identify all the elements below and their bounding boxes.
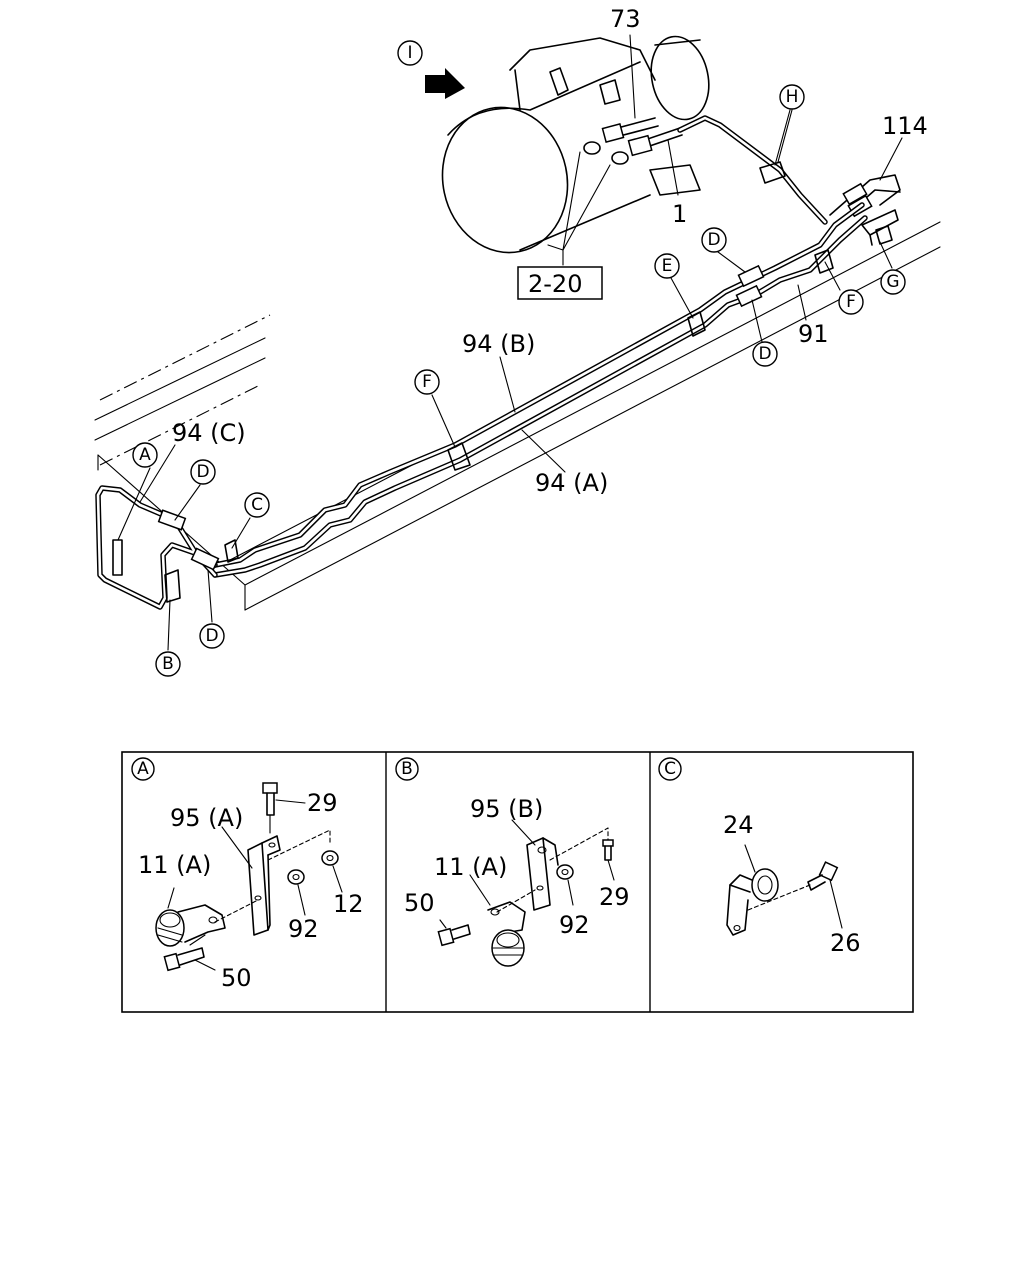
detail-a-part-29[interactable]: 29: [307, 789, 338, 817]
detail-panels: [121, 751, 914, 1013]
svg-text:D: D: [205, 626, 218, 646]
callout-c[interactable]: C: [244, 492, 270, 518]
reference-label[interactable]: 2-20: [528, 270, 582, 298]
svg-text:A: A: [137, 759, 149, 779]
callout-f1[interactable]: F: [838, 289, 864, 315]
detail-b-part-11[interactable]: 11 (A): [434, 853, 507, 881]
svg-text:D: D: [196, 462, 209, 482]
leader-lines: [117, 34, 903, 651]
part-label-94b[interactable]: 94 (B): [462, 330, 535, 358]
detail-a-part-50[interactable]: 50: [221, 964, 252, 992]
callout-i[interactable]: I: [397, 40, 423, 66]
svg-text:H: H: [786, 87, 799, 107]
callout-a[interactable]: A: [132, 442, 158, 468]
callout-b[interactable]: B: [155, 651, 181, 677]
callout-d3[interactable]: D: [190, 459, 216, 485]
callout-h[interactable]: H: [779, 84, 805, 110]
detail-b-part-95[interactable]: 95 (B): [470, 795, 543, 823]
svg-text:D: D: [707, 230, 720, 250]
svg-text:F: F: [846, 292, 856, 312]
part-label-94c[interactable]: 94 (C): [172, 419, 246, 447]
callout-f2[interactable]: F: [414, 369, 440, 395]
detail-panel-c: C 24 26: [658, 757, 861, 957]
svg-text:C: C: [251, 495, 263, 515]
svg-text:E: E: [662, 256, 673, 276]
callout-d2[interactable]: D: [752, 341, 778, 367]
detail-b-part-92[interactable]: 92: [559, 911, 590, 939]
svg-text:C: C: [664, 759, 676, 779]
part-label-1[interactable]: 1: [672, 200, 687, 228]
callout-g[interactable]: G: [880, 269, 906, 295]
part-label-94a[interactable]: 94 (A): [535, 469, 608, 497]
detail-b-part-50[interactable]: 50: [404, 889, 435, 917]
detail-a-part-95[interactable]: 95 (A): [170, 804, 243, 832]
callout-e[interactable]: E: [654, 253, 680, 279]
detail-c-part-26[interactable]: 26: [830, 929, 861, 957]
svg-text:B: B: [401, 759, 413, 779]
detail-a-part-92[interactable]: 92: [288, 915, 319, 943]
direction-arrow-icon: [425, 68, 465, 99]
part-label-73[interactable]: 73: [610, 5, 641, 33]
callout-d1[interactable]: D: [701, 227, 727, 253]
svg-text:D: D: [758, 344, 771, 364]
part-label-91[interactable]: 91: [798, 320, 829, 348]
part-label-114[interactable]: 114: [882, 112, 928, 140]
reference-box: [517, 266, 603, 300]
svg-text:F: F: [422, 372, 432, 392]
svg-text:G: G: [886, 272, 899, 292]
svg-text:I: I: [407, 43, 412, 63]
detail-b-tag[interactable]: B: [395, 757, 419, 781]
detail-panel-a: A 29: [131, 757, 364, 992]
svg-text:B: B: [162, 654, 174, 674]
detail-b-part-29[interactable]: 29: [599, 883, 630, 911]
detail-a-part-12[interactable]: 12: [333, 890, 364, 918]
callout-d4[interactable]: D: [199, 623, 225, 649]
detail-c-part-24[interactable]: 24: [723, 811, 754, 839]
detail-c-tag[interactable]: C: [658, 757, 682, 781]
detail-a-part-11[interactable]: 11 (A): [138, 851, 211, 879]
detail-a-tag[interactable]: A: [131, 757, 155, 781]
compressor-assembly: [441, 35, 828, 254]
svg-text:A: A: [139, 445, 151, 465]
detail-panel-b: B 95 (B) 11 (A) 50 29 92: [395, 757, 630, 967]
brake-pipes: [95, 174, 901, 610]
